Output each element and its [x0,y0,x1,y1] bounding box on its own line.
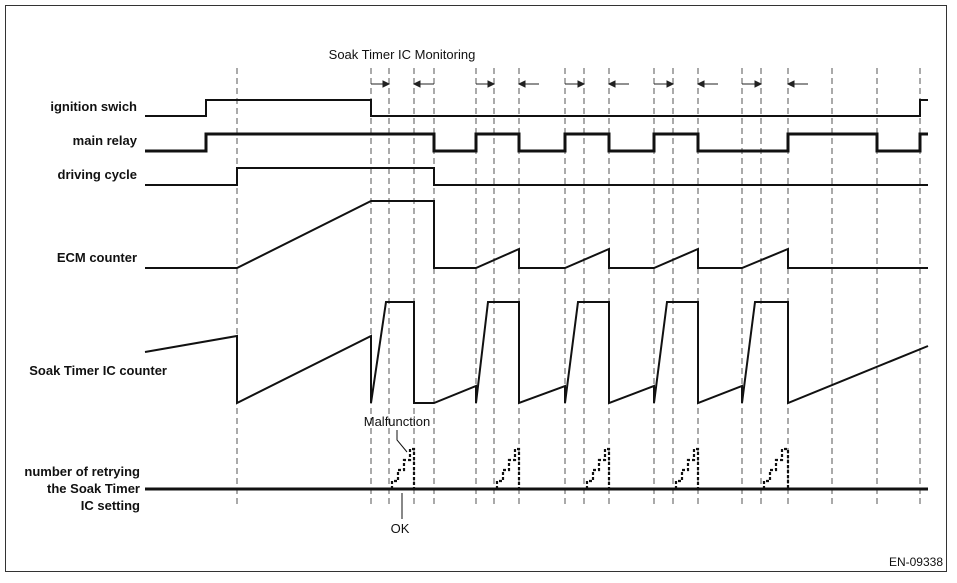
figure-code: EN-09338 [889,555,943,569]
soak-timer-counter-signal [144,301,929,405]
retry-steps [390,447,790,489]
row-label-retry-3: IC setting [81,498,140,513]
monitoring-arrows [371,80,808,88]
malfunction-leader [396,430,408,453]
diagram-title: Soak Timer IC Monitoring [329,47,476,62]
row-label-retry-2: the Soak Timer [47,481,140,496]
row-label-main-relay: main relay [73,133,138,148]
ecm-counter-signal [145,200,928,269]
ignition-switch-signal [145,99,928,117]
malfunction-label: Malfunction [364,414,430,429]
driving-cycle-signal [145,167,928,186]
row-label-ignition: ignition swich [50,99,137,114]
ok-label: OK [391,521,410,536]
main-relay-signal [145,132,928,153]
row-label-driving-cycle: driving cycle [58,167,137,182]
row-label-ecm-counter: ECM counter [57,250,137,265]
diagram-frame [5,5,947,572]
row-label-retry-1: number of retrying [24,464,140,479]
row-label-soak-counter: Soak Timer IC counter [29,363,167,378]
